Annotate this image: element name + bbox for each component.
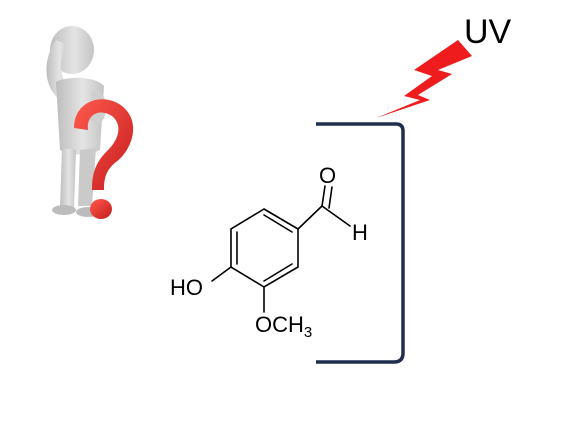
hydroxyl-label: HO <box>170 275 203 300</box>
uv-label: UV <box>464 13 512 51</box>
bond-ring-to-cho <box>297 205 323 230</box>
bracket <box>316 122 405 364</box>
aldehyde-hydrogen-label: H <box>352 220 368 245</box>
bond-c-o-double <box>328 186 333 209</box>
question-mark-icon <box>74 99 134 219</box>
methoxy-main-label: OCH <box>255 312 304 337</box>
aldehyde-oxygen-label: O <box>319 163 336 188</box>
vanillin-structure <box>211 185 351 313</box>
ring-double-bond <box>263 263 293 282</box>
bond-c-h <box>321 205 351 227</box>
lightning-bolt-icon <box>376 40 472 118</box>
bond-ring-to-oh <box>211 266 232 282</box>
methoxy-label: OCH3 <box>255 312 312 341</box>
methoxy-subscript-label: 3 <box>304 324 312 341</box>
person-with-question-mark-icon <box>46 26 134 219</box>
ring-double-bond <box>263 214 293 233</box>
bond-c-o <box>321 185 326 207</box>
benzene-ring <box>230 208 299 288</box>
